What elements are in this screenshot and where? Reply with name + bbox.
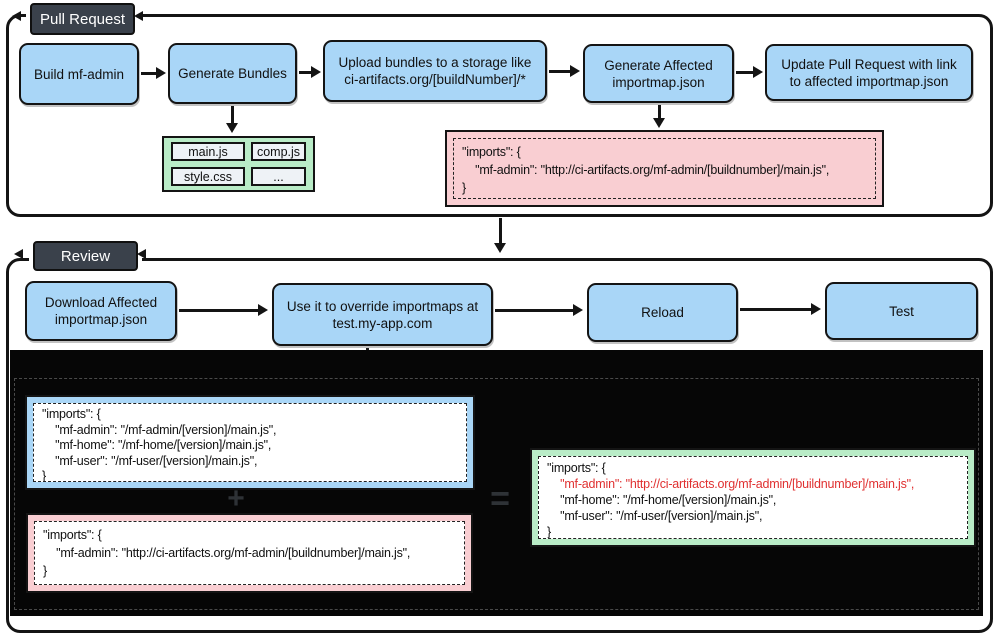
step-label: Reload [641, 305, 684, 320]
code-line: "mf-user": "/mf-user/[version]/main.js", [547, 509, 763, 523]
code-line: "mf-home": "/mf-home/[version]/main.js", [547, 493, 777, 507]
merged-importmap-box: "imports": { "mf-admin": "http://ci-arti… [530, 448, 976, 547]
step-update-pull-request: Update Pull Request with link to affecte… [765, 44, 973, 101]
importmap-merge-panel: "imports": { "mf-admin": "/mf-admin/[ver… [10, 350, 983, 616]
arrow-override-to-reload [495, 304, 583, 316]
equals-glyph: = [490, 479, 510, 518]
step-label: Upload bundles to a storage like ci-arti… [338, 55, 532, 87]
arrow-download-to-override [179, 304, 268, 316]
arrow-generate-to-upload [299, 66, 321, 78]
code-line: "mf-home": "/mf-home/[version]/main.js", [42, 438, 272, 452]
affected-importmap-snippet: "imports": { "mf-admin": "http://ci-arti… [445, 130, 884, 207]
step-label: Build mf-admin [33, 66, 125, 82]
code-line-highlighted: "mf-admin": "http://ci-artifacts.org/mf-… [547, 477, 915, 491]
bundles-box: main.js comp.js style.css ... [162, 136, 315, 192]
bundle-file-mainjs: main.js [171, 142, 245, 161]
arrow-affected-to-snippet [653, 105, 665, 128]
bundle-file-more: ... [251, 167, 306, 186]
merge-panel-dashed-border [14, 378, 979, 610]
code-line: } [42, 469, 46, 482]
plus-operator: + [216, 482, 256, 515]
affected-importmap-code: "imports": { "mf-admin": "http://ci-arti… [453, 138, 876, 199]
review-label: Review [33, 241, 138, 271]
code-line: } [462, 181, 466, 195]
step-label: Use it to override importmaps at test.my… [286, 298, 479, 331]
label-connector-arrow [14, 249, 23, 259]
code-line: "imports": { [43, 528, 102, 542]
arrow-generate-to-bundles [226, 106, 238, 133]
step-test: Test [825, 282, 978, 340]
pull-request-label-text: Pull Request [39, 10, 126, 28]
code-line: "imports": { [462, 145, 521, 159]
code-line: "mf-admin": "http://ci-artifacts.org/mf-… [462, 163, 830, 177]
bundle-file-label: ... [273, 169, 284, 184]
arrow-reload-to-test [740, 303, 821, 315]
review-label-text: Review [60, 247, 111, 265]
code-line: } [547, 525, 551, 539]
step-label: Generate Affected importmap.json [604, 57, 713, 90]
base-importmap-box: "imports": { "mf-admin": "/mf-admin/[ver… [25, 395, 475, 490]
code-line: } [43, 564, 47, 578]
code-line: "imports": { [42, 407, 101, 421]
merged-importmap-code: "imports": { "mf-admin": "http://ci-arti… [538, 456, 968, 539]
bundle-file-stylecss: style.css [171, 167, 245, 186]
equals-operator: = [478, 479, 522, 518]
bundle-file-label: comp.js [256, 144, 301, 159]
code-line: "mf-user": "/mf-user/[version]/main.js", [42, 453, 258, 468]
bundle-file-label: style.css [184, 169, 232, 184]
step-generate-bundles: Generate Bundles [168, 43, 297, 104]
arrow-build-to-generate [141, 67, 166, 79]
arrow-pullrequest-to-review [494, 218, 506, 253]
bundle-file-label: main.js [188, 144, 228, 159]
base-importmap-code: "imports": { "mf-admin": "/mf-admin/[ver… [33, 403, 467, 482]
affected-importmap-code-bottom: "imports": { "mf-admin": "http://ci-arti… [34, 521, 465, 585]
code-line: "imports": { [547, 461, 606, 475]
arrow-affected-to-update [736, 66, 763, 78]
bundle-file-compjs: comp.js [251, 142, 306, 161]
step-build-mf-admin: Build mf-admin [19, 43, 139, 105]
plus-glyph: + [227, 482, 245, 515]
step-reload: Reload [587, 283, 738, 342]
step-label: Update Pull Request with link to affecte… [781, 56, 957, 89]
step-upload-bundles: Upload bundles to a storage like ci-arti… [323, 40, 547, 102]
code-line: "mf-admin": "http://ci-artifacts.org/mf-… [43, 546, 411, 560]
step-override-importmaps: Use it to override importmaps at test.my… [272, 283, 493, 346]
code-line: "mf-admin": "/mf-admin/[version]/main.js… [42, 422, 277, 437]
step-generate-affected-importmap: Generate Affected importmap.json [583, 44, 734, 103]
label-connector-arrow [137, 249, 146, 259]
step-label: Test [889, 303, 914, 319]
label-connector-arrow [134, 11, 143, 21]
step-download-affected: Download Affected importmap.json [25, 281, 177, 341]
affected-importmap-box: "imports": { "mf-admin": "http://ci-arti… [26, 513, 473, 593]
arrow-upload-to-affected [549, 65, 580, 77]
step-label: Generate Bundles [178, 66, 287, 81]
pull-request-label: Pull Request [30, 3, 135, 35]
label-connector-arrow [12, 11, 21, 21]
step-label: Download Affected importmap.json [44, 295, 158, 327]
